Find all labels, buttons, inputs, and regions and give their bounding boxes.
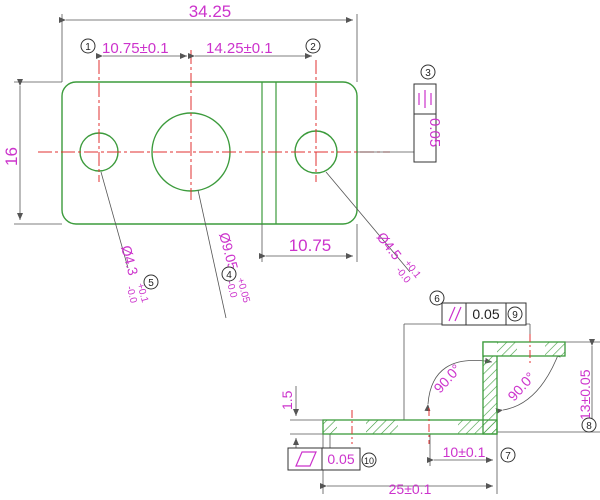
top-view: 0.05 34.25 10.75±0.1 14.25±0.1 16 10.75 … [2,2,443,319]
thickness-dim: 1.5 [279,390,295,410]
height-dim: 16 [2,147,21,166]
svg-text:2: 2 [310,42,316,53]
svg-text:3: 3 [425,68,431,79]
symmetry-tolerance-frame: 0.05 [413,83,443,163]
svg-text:5: 5 [148,278,154,289]
balloon-7: 7 [500,447,516,463]
svg-text:8: 8 [586,421,592,432]
balloon-9: 9 [507,306,523,322]
step-length-dim: 10±0.1 [443,444,486,460]
hole1-callout: Ø4.3 +0.1 -0.0 [118,244,150,305]
balloon-6: 6 [429,290,445,306]
side-height-dim: 13±0.05 [577,369,593,420]
angle-left: 90.0° [430,361,464,396]
flatness-icon [295,451,317,467]
balloon-1: 1 [80,38,96,54]
hole3-callout: Ø4.5 +0.1 -0.0 [374,229,423,286]
svg-text:1: 1 [85,42,91,53]
balloon-10: 10 [361,452,377,468]
side-center-lines [351,334,531,444]
side-view: 0.05 0.05 90.0° 90.0° 1.5 13±0.05 10±0.1… [279,300,600,497]
flatness-value: 0.05 [327,451,354,467]
svg-text:6: 6 [434,294,440,305]
hole3-dia: Ø4.5 [374,229,405,263]
balloon-8: 8 [581,417,597,433]
hole2-offset-dim: 14.25±0.1 [206,40,273,57]
side-dimension-lines [288,300,600,494]
svg-text:4: 4 [226,270,232,281]
plate-outline [61,81,358,225]
svg-text:9: 9 [512,310,518,321]
balloons: 1 2 3 4 5 6 7 8 9 10 [80,38,597,468]
overall-length-dim: 25±0.1 [389,481,432,497]
balloon-3: 3 [420,64,436,80]
overall-width-dim: 34.25 [189,2,232,21]
angle-right: 90.0° [504,369,538,404]
svg-text:10: 10 [364,456,374,466]
center-hole-tol-lower: -0.0 [224,280,239,300]
slot-width-dim: 10.75 [289,236,332,255]
balloon-4: 4 [221,266,237,282]
symmetry-icon [418,90,432,108]
symmetry-tolerance-value: 0.05 [426,118,443,147]
hole1-tol-lower: -0.0 [124,285,139,305]
parallelism-icon [448,306,462,322]
center-lines [38,50,390,200]
dimension-lines [14,14,414,319]
svg-text:7: 7 [505,451,511,462]
parallelism-value: 0.05 [472,306,499,322]
flatness-frame: 0.05 [287,447,361,471]
hole1-dia: Ø4.3 [118,244,141,278]
balloon-5: 5 [143,274,159,290]
parallelism-frame: 0.05 [441,302,527,326]
center-hole-dia: Ø9.05 [216,231,241,272]
hole1-offset-dim: 10.75±0.1 [102,40,169,57]
balloon-2: 2 [305,38,321,54]
